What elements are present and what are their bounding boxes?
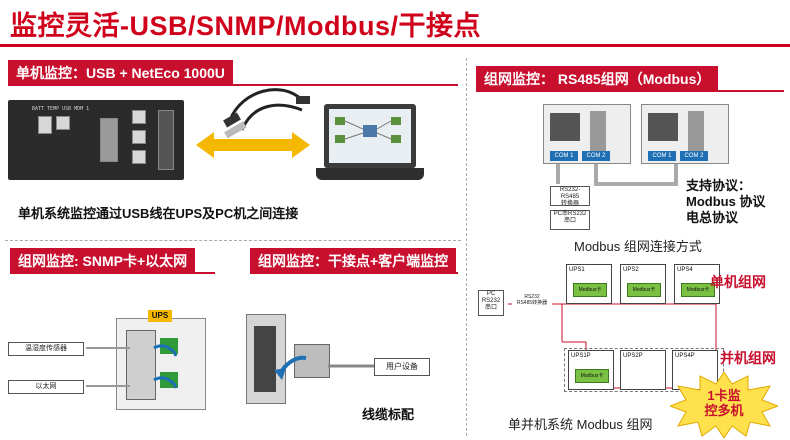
ups-box: UPS2 Modbus卡 xyxy=(620,264,666,304)
com2-label: COM 2 xyxy=(680,151,708,161)
ups-box: UPS1P Modbus卡 xyxy=(568,350,614,390)
protocol-dianzong: 电总协议 xyxy=(686,210,739,225)
ups-name: UPS2 xyxy=(623,267,639,273)
ethernet-box: 以太网 xyxy=(8,380,84,394)
side-vent xyxy=(158,110,174,170)
netco-software-screenshot xyxy=(329,109,411,163)
converter-label: RS232 RS485转换器 xyxy=(512,294,552,312)
starburst-icon xyxy=(670,372,778,438)
com1-label: COM 1 xyxy=(648,151,676,161)
ups-rear-panel-photo: BATT TEMP USB MDM 1 xyxy=(8,100,184,180)
page-title: 监控灵活-USB/SNMP/Modbus/干接点 xyxy=(10,11,481,41)
cable-line xyxy=(328,364,378,368)
section-underline xyxy=(476,90,784,92)
rj45-port-3 xyxy=(132,150,146,164)
modbus-card: Modbus卡 xyxy=(575,369,609,383)
protocol-list: 支持协议： Modbus 协议 电总协议 xyxy=(686,178,765,226)
snmp-card xyxy=(126,330,156,400)
section-label-rs485: 组网监控： RS485组网（Modbus） xyxy=(476,66,719,92)
section-label-single-usb: 单机监控：USB + NetEco 1000U xyxy=(8,60,233,86)
modbus-card: Modbus卡 xyxy=(573,283,607,297)
card-db9 xyxy=(688,111,704,151)
protocol-modbus: Modbus 协议 xyxy=(686,194,766,209)
one-card-multi-label: 1卡监 控多机 xyxy=(696,388,752,418)
db25-connector xyxy=(254,326,276,392)
batt-temp-port xyxy=(38,116,52,134)
modbus-connect-caption: Modbus 组网连接方式 xyxy=(574,239,702,254)
horizontal-divider xyxy=(5,240,461,241)
ups-name: UPS4 xyxy=(677,267,693,273)
cable-plug xyxy=(294,344,330,378)
cable-standard-caption: 线缆标配 xyxy=(362,407,415,422)
single-usb-caption: 单机系统监控通过USB线在UPS及PC机之间连接 xyxy=(18,206,299,221)
card-db9 xyxy=(590,111,606,151)
section-underline xyxy=(8,84,458,86)
ups-name: UPS1 xyxy=(569,267,585,273)
card-module xyxy=(550,113,580,141)
ups-name: UPS2P xyxy=(623,353,643,359)
protocol-heading: 支持协议： xyxy=(686,178,752,193)
double-arrow-icon xyxy=(196,132,310,158)
burst-line-1: 1卡监 xyxy=(707,388,741,403)
user-device-box: 用户设备 xyxy=(374,358,430,376)
usb-port xyxy=(56,116,70,130)
card-module xyxy=(648,113,678,141)
ups-box: UPS4 Modbus卡 xyxy=(674,264,720,304)
single-network-label: 单机组网 xyxy=(710,274,766,290)
modbus-network-caption: 单并机系统 Modbus 组网 xyxy=(508,417,653,432)
laptop-keyboard xyxy=(316,168,424,180)
modbus-card: Modbus卡 xyxy=(627,283,661,297)
pc-serial-box: PC串RS232 串口 xyxy=(550,210,590,230)
com2-label: COM 2 xyxy=(582,151,610,161)
burst-line-2: 控多机 xyxy=(704,403,744,418)
vertical-divider xyxy=(466,58,467,436)
laptop-icon xyxy=(316,104,424,184)
com1-label: COM 1 xyxy=(550,151,578,161)
rj45-port-1 xyxy=(132,110,146,124)
section-underline xyxy=(10,272,215,274)
rj45-port-2 xyxy=(132,130,146,144)
ups-name: UPS4P xyxy=(675,353,695,359)
rs232-rs485-converter-box: RS232-RS485 转换器 xyxy=(550,186,590,207)
parallel-group-frame xyxy=(564,348,724,392)
section-underline xyxy=(250,272,458,274)
ups-box: UPS1 Modbus卡 xyxy=(566,264,612,304)
ups-box: UPS2P xyxy=(620,350,666,390)
title-underline xyxy=(0,44,790,47)
section-label-snmp: 组网监控: SNMP卡+以太网 xyxy=(10,248,196,274)
arrow-icon xyxy=(153,344,178,389)
sensor-box: 温湿度传感器 xyxy=(8,342,84,356)
snmp-cabling xyxy=(86,347,130,387)
parallel-network-label: 并机组网 xyxy=(720,350,776,366)
arrow-icon xyxy=(274,355,307,380)
modbus-card: Modbus卡 xyxy=(681,283,715,297)
laptop-screen xyxy=(324,104,416,168)
usb-cable-icon xyxy=(223,88,310,139)
software-diagram xyxy=(335,117,401,143)
section-label-dry-contact: 组网监控：干接点+客户端监控 xyxy=(250,248,457,274)
db9-port xyxy=(100,118,118,162)
rs485-cabling xyxy=(556,164,678,186)
ups-tag: UPS xyxy=(148,310,172,322)
port-labels: BATT TEMP USB MDM 1 xyxy=(32,106,90,112)
modbus-card-photo-1: COM 1 COM 2 xyxy=(543,104,631,164)
modbus-card-photo-2: COM 1 COM 2 xyxy=(641,104,729,164)
pc-box: PC RS232 串口 xyxy=(478,290,504,316)
ups-name: UPS1P xyxy=(571,353,591,359)
